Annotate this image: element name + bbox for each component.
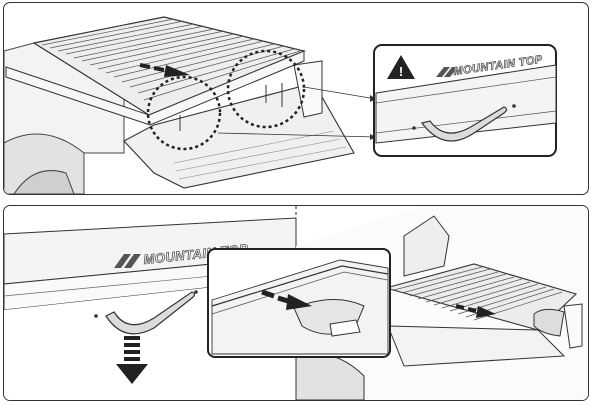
bottom-step-panel: MOUNTAIN TOP [3, 205, 589, 401]
direction-arrow-icon [139, 63, 190, 77]
detail-circle-left [146, 75, 222, 151]
wheel [13, 170, 75, 194]
latch [329, 319, 361, 337]
strap-end [533, 308, 565, 337]
pull-strap [420, 106, 508, 142]
cab-window [403, 215, 450, 277]
tailgate-ribs [173, 130, 347, 180]
truck-rear [295, 206, 588, 400]
top-illustration: MOUNTAIN TOP ! [4, 16, 557, 194]
leader-line-lower [217, 132, 377, 138]
detail-inset [207, 248, 391, 358]
detail-circle-right [226, 49, 306, 129]
direction-arrow-icon [261, 289, 312, 310]
roller-cover [32, 16, 306, 116]
down-arrow-icon [116, 336, 148, 384]
top-step-panel: MOUNTAIN TOP ! [3, 2, 589, 195]
warning-icon: ! [387, 55, 415, 79]
pull-strap [105, 291, 196, 335]
direction-arrow-icon [455, 304, 496, 318]
leader-line-upper [303, 86, 377, 100]
detail-inset [373, 44, 557, 157]
tail-light [563, 303, 583, 349]
tailgate [387, 325, 566, 367]
warning-symbol: ! [399, 64, 403, 79]
bottom-illustration: MOUNTAIN TOP [4, 206, 588, 400]
